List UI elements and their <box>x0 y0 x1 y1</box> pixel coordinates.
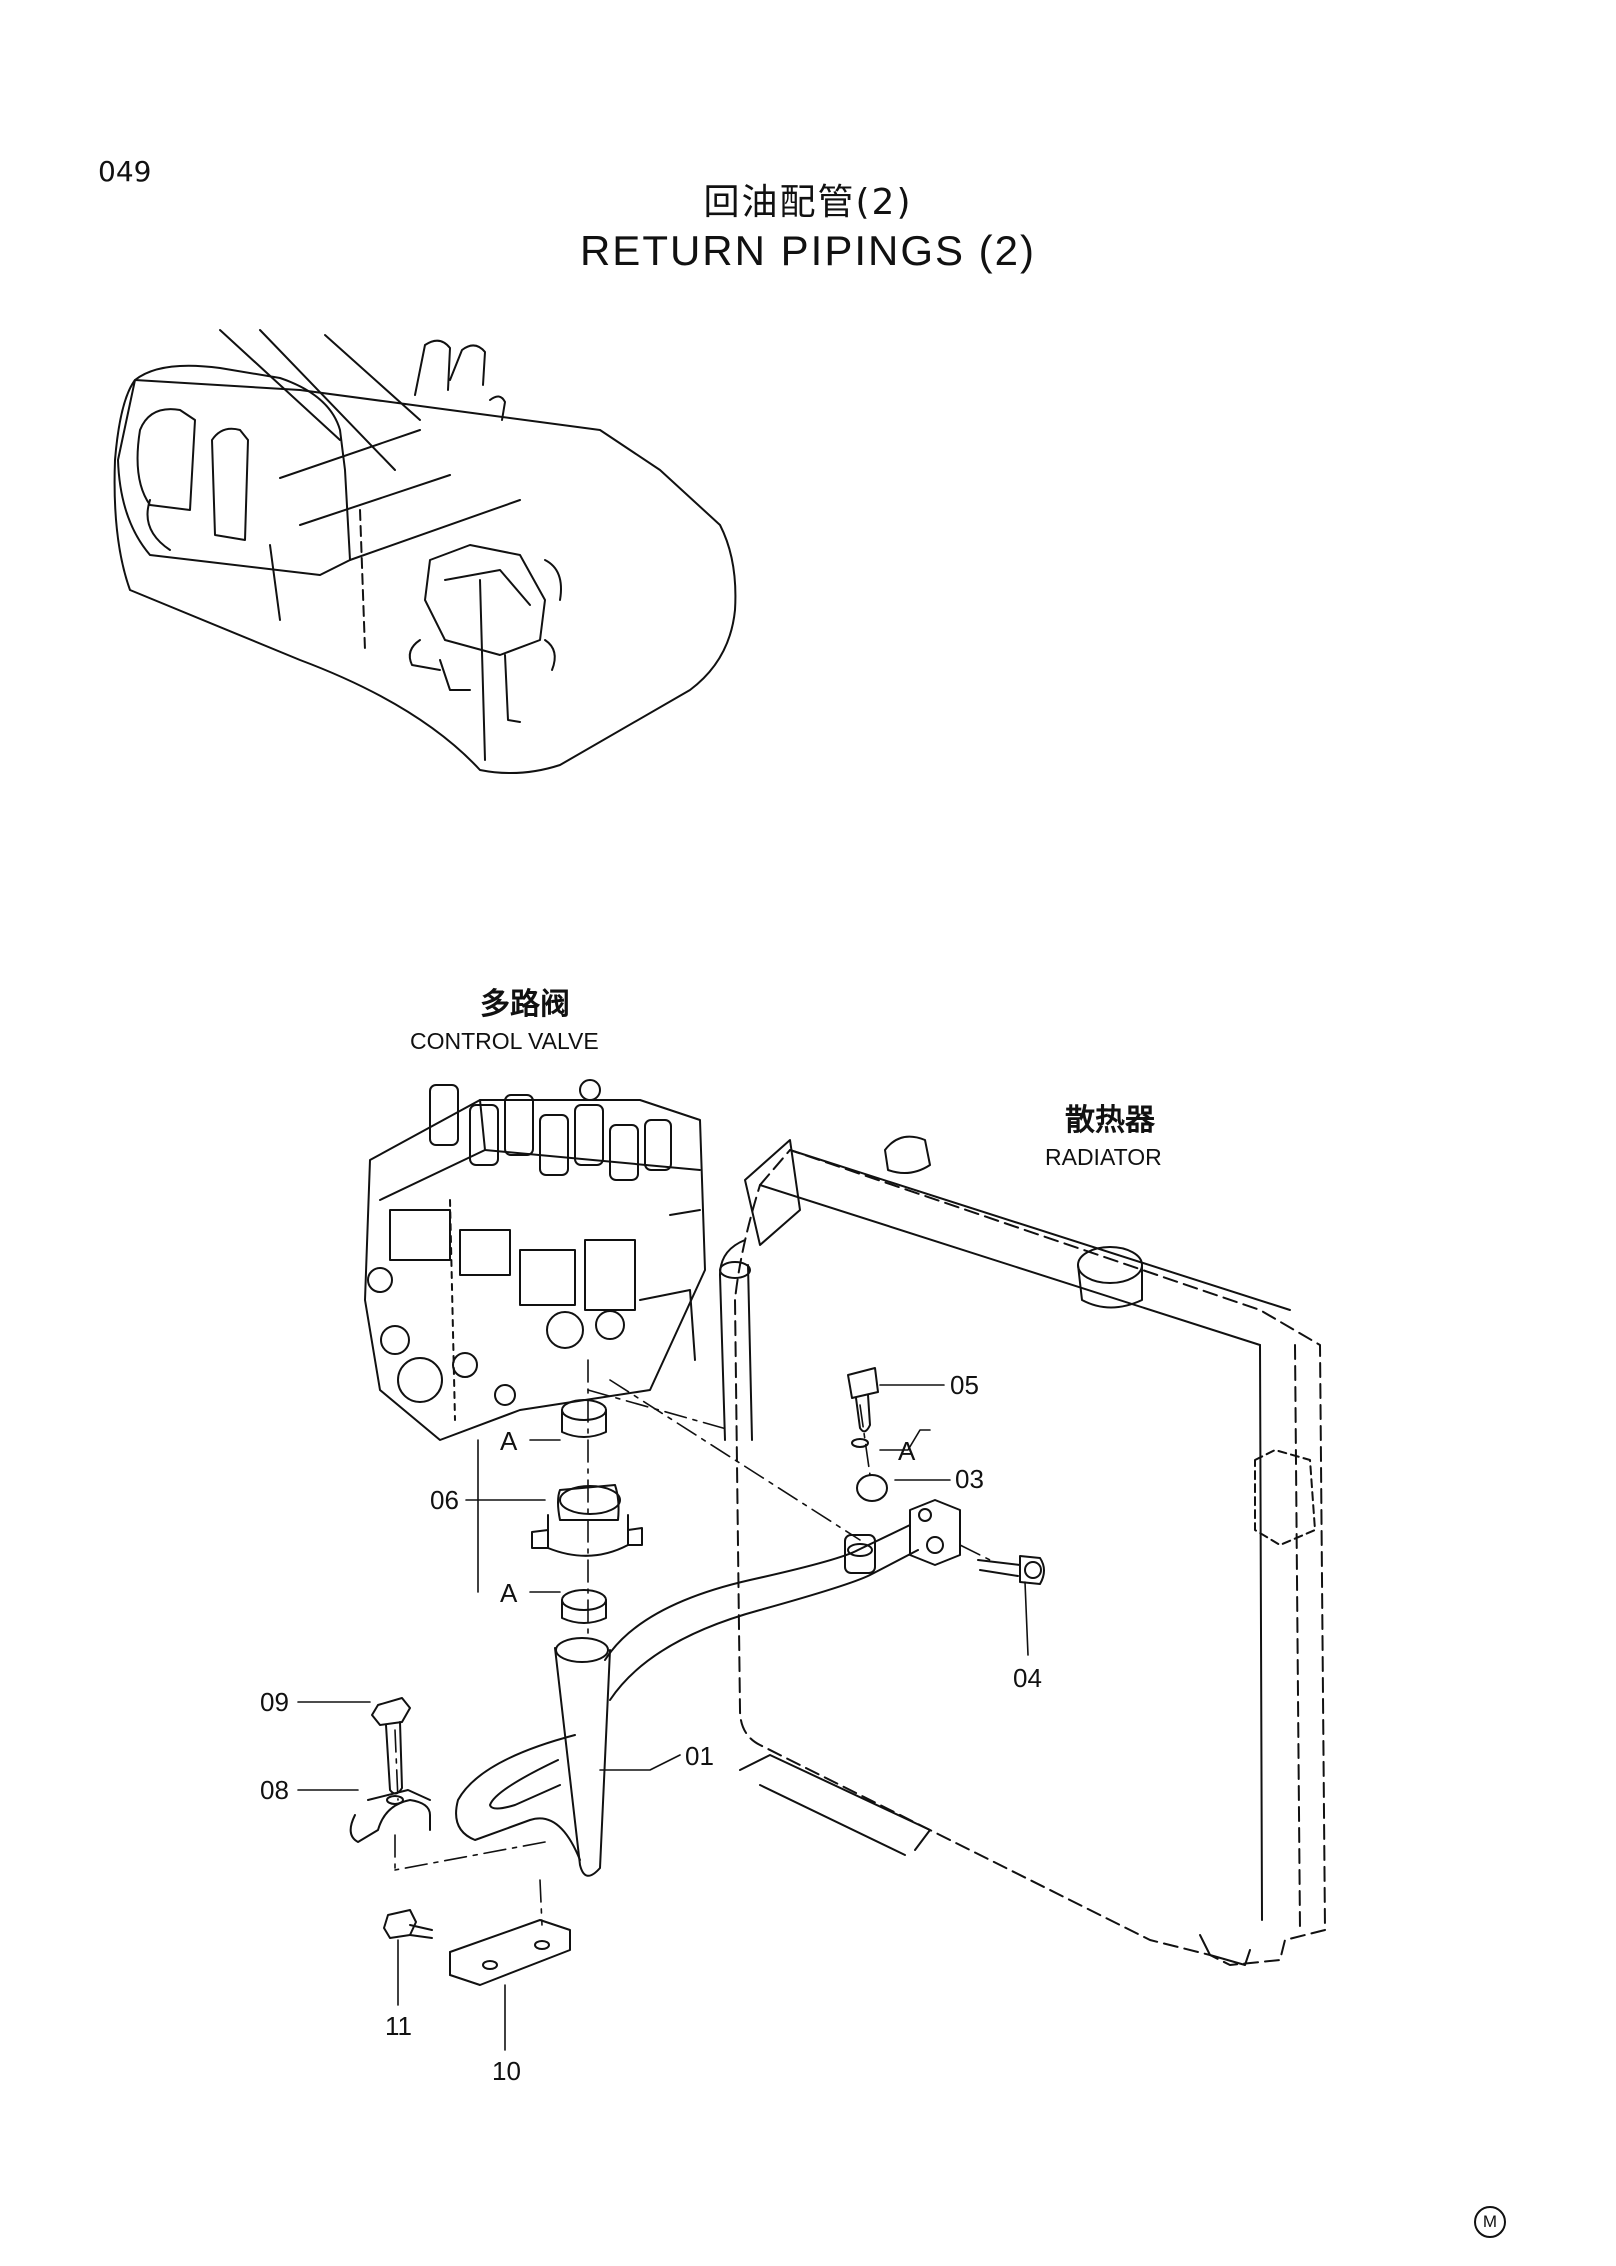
flange-part-06 <box>531 1399 643 1624</box>
callout-01: 01 <box>685 1741 714 1771</box>
return-pipe-illustration <box>455 1499 961 1877</box>
callout-08: 08 <box>260 1775 289 1805</box>
radiator-illustration <box>719 1135 1326 1966</box>
bracket-part-10 <box>449 1919 571 1986</box>
page-title: RETURN PIPINGS (2) <box>579 227 1037 274</box>
bolt-part-11 <box>383 1909 433 1939</box>
control-valve-label-chinese: 多路阀 <box>480 987 570 1022</box>
reference-marker-a: A <box>500 1426 518 1456</box>
control-valve-label: CONTROL VALVE <box>410 1028 599 1054</box>
bolt-part-05 <box>847 1367 879 1433</box>
callout-11: 11 <box>385 2011 412 2041</box>
page-title-chinese: 回油配管(2) <box>703 182 913 223</box>
corner-mark: M <box>1474 2206 1506 2238</box>
radiator-label-chinese: 散热器 <box>1065 1103 1155 1138</box>
reference-marker-a: A <box>500 1578 518 1608</box>
callout-10: 10 <box>492 2056 521 2086</box>
page-number: 049 <box>98 155 152 188</box>
excavator-overview-illustration <box>113 329 737 775</box>
callout-06: 06 <box>430 1485 459 1515</box>
callout-05: 05 <box>950 1370 979 1400</box>
control-valve-illustration <box>364 1079 706 1441</box>
bolt-part-09 <box>371 1697 411 1795</box>
leader-lines <box>297 1384 1029 2051</box>
reference-marker-a: A <box>898 1436 916 1466</box>
radiator-label: RADIATOR <box>1045 1144 1162 1170</box>
clamp-part-08 <box>349 1789 431 1843</box>
bolt-part-04 <box>977 1555 1045 1585</box>
assembly-lines <box>394 1359 991 1926</box>
callout-09: 09 <box>260 1687 289 1717</box>
callout-04: 04 <box>1013 1663 1042 1693</box>
o-ring-part-03 <box>856 1474 888 1502</box>
callout-03: 03 <box>955 1464 984 1494</box>
